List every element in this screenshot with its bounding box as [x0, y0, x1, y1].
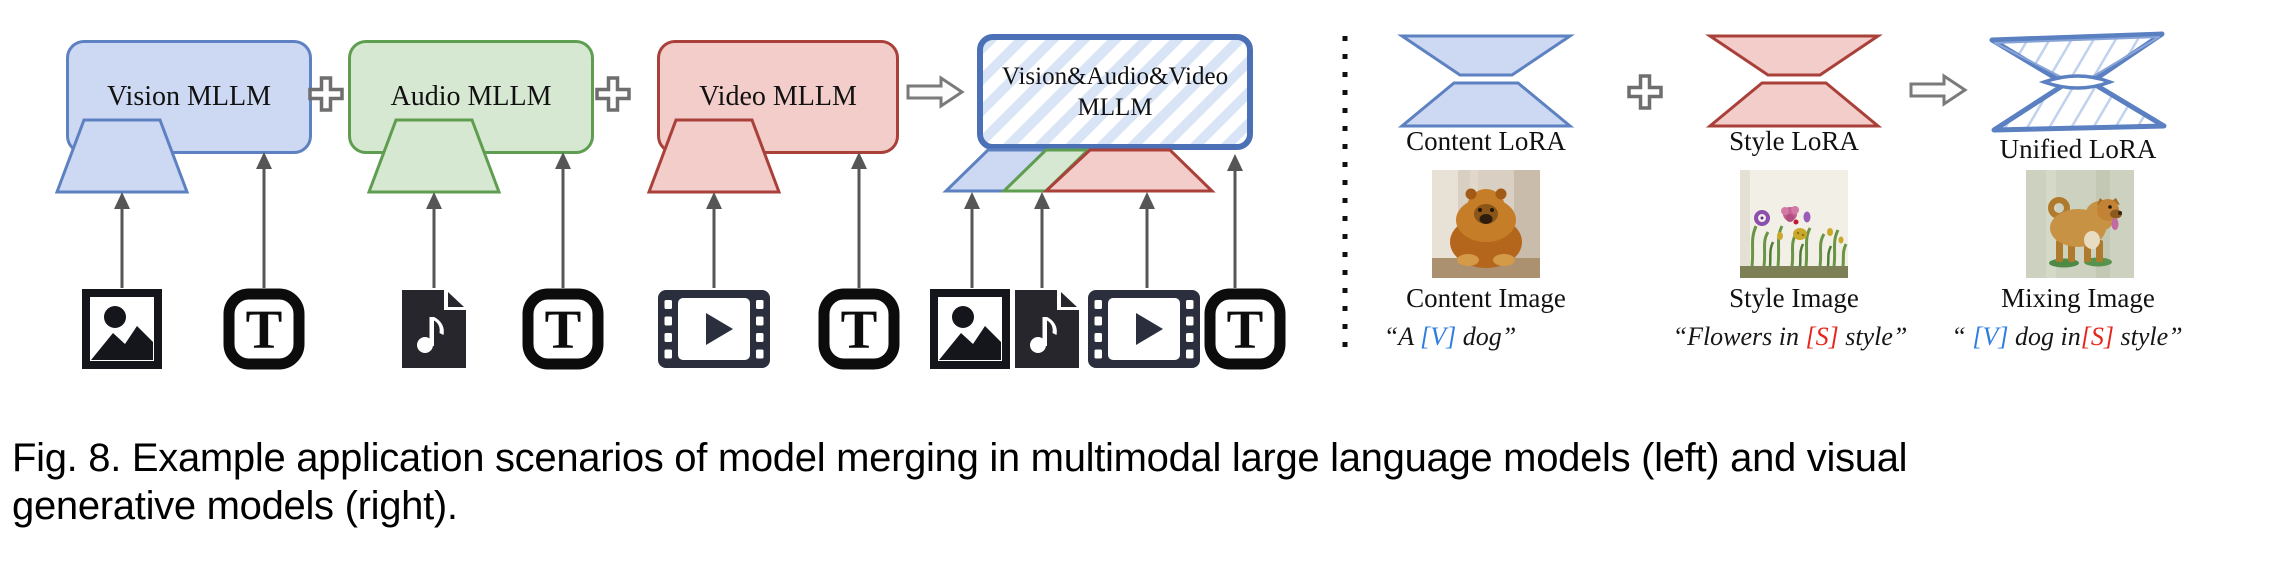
- content-lora-label: Content LoRA: [1406, 126, 1566, 156]
- audio-file-icon: [402, 290, 466, 368]
- style-image-label: Style Image: [1729, 283, 1859, 313]
- s-token: [S]: [1805, 322, 1839, 351]
- plus-icon: [1627, 74, 1663, 110]
- vision-mllm-label: Vision MLLM: [107, 81, 271, 112]
- content-prompt: “A [V] dog”: [1383, 322, 1517, 351]
- mixing-image-label: Mixing Image: [2001, 283, 2155, 313]
- caption-line-2: generative models (right).: [12, 484, 458, 528]
- merged-vision-trapezoid: [942, 148, 1050, 193]
- image-icon: [86, 293, 158, 365]
- arrow-text-to-merged: [1227, 154, 1243, 288]
- audio-mllm-box: Audio MLLM: [348, 40, 594, 154]
- v-token: [V]: [1972, 322, 2009, 351]
- plus-icon: [595, 76, 631, 112]
- style-lora-label: Style LoRA: [1729, 126, 1859, 156]
- merge-arrow-icon: [1909, 74, 1967, 106]
- text-icon: [229, 294, 299, 364]
- merged-audio-trapezoid: [1000, 148, 1092, 193]
- caption-line-1: Fig. 8. Example application scenarios of…: [12, 436, 1908, 480]
- arrow-video-to-video-encoder: [706, 192, 722, 288]
- merged-mllm-box: Vision&Audio&Video MLLM: [977, 34, 1253, 150]
- unified-lora-label: Unified LoRA: [1999, 134, 2157, 164]
- unified-lora-shape: [1989, 31, 2167, 133]
- s-token: [S]: [2080, 322, 2114, 351]
- arrow-text-to-audio-box: [555, 152, 571, 288]
- arrow-text-to-vision-box: [256, 152, 272, 288]
- text-icon: [824, 294, 894, 364]
- arrow-image-to-merged: [964, 192, 980, 288]
- video-mllm-label: Video MLLM: [699, 81, 857, 112]
- text-icon: [1210, 294, 1280, 364]
- audio-file-icon: [1015, 290, 1079, 368]
- vision-mllm-box: Vision MLLM: [66, 40, 312, 154]
- text-icon: [528, 294, 598, 364]
- arrow-audio-to-merged: [1034, 192, 1050, 288]
- content-image-label: Content Image: [1406, 283, 1566, 313]
- v-token: [V]: [1420, 322, 1457, 351]
- style-image: [1740, 170, 1848, 278]
- image-icon: [934, 293, 1006, 365]
- audio-mllm-label: Audio MLLM: [390, 81, 552, 112]
- arrow-image-to-vision-encoder: [114, 192, 130, 288]
- video-mllm-box: Video MLLM: [657, 40, 899, 154]
- video-film-icon: [658, 290, 770, 368]
- mixing-image: [2026, 170, 2134, 278]
- merge-arrow-icon: [906, 76, 964, 108]
- arrow-text-to-video-box: [851, 152, 867, 288]
- arrow-video-to-merged: [1139, 192, 1155, 288]
- mixing-prompt: “ [V] dog in[S] style”: [1951, 322, 2183, 351]
- figure-caption: Fig. 8. Example application scenarios of…: [12, 434, 2262, 530]
- style-lora-shape: [1705, 34, 1883, 128]
- video-film-icon: [1088, 290, 1200, 368]
- arrow-audio-to-audio-encoder: [426, 192, 442, 288]
- style-prompt: “Flowers in [S] style”: [1672, 322, 1908, 351]
- plus-icon: [308, 76, 344, 112]
- content-image: [1432, 170, 1540, 278]
- content-lora-shape: [1397, 34, 1575, 128]
- merged-mllm-label: Vision&Audio&Video MLLM: [1001, 62, 1229, 121]
- merged-video-trapezoid: [1042, 148, 1216, 193]
